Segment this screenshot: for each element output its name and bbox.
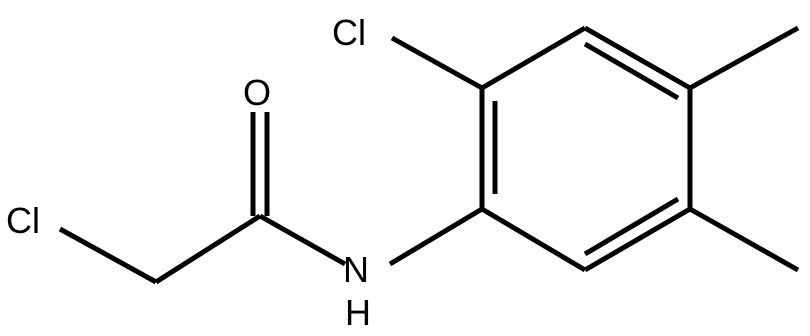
atom-hydrogen: H: [345, 292, 371, 333]
bond-nitrogen-ring: [388, 206, 484, 267]
ring-bond-3: [583, 25, 692, 91]
atom-cl-ring: Cl: [332, 12, 366, 53]
bond-carbonyl-nitrogen: [258, 213, 347, 267]
atom-cl-chloromethyl: Cl: [6, 200, 40, 241]
bond-ch2-carbonyl: [154, 213, 262, 285]
atom-nitrogen: N: [343, 249, 369, 290]
bond-methyl-top: [688, 25, 800, 91]
ring-bond-5: [583, 206, 692, 273]
ring-bond-6: [480, 206, 587, 273]
bond-methyl-bottom: [688, 206, 800, 273]
atom-oxygen: O: [243, 72, 271, 113]
ring-bond-2: [480, 25, 587, 91]
bond-cl-ch2: [58, 226, 158, 285]
ring-bond-5-inner: [583, 196, 680, 257]
bond-ring-cl: [390, 35, 484, 91]
ring-bond-3-inner: [583, 41, 680, 101]
